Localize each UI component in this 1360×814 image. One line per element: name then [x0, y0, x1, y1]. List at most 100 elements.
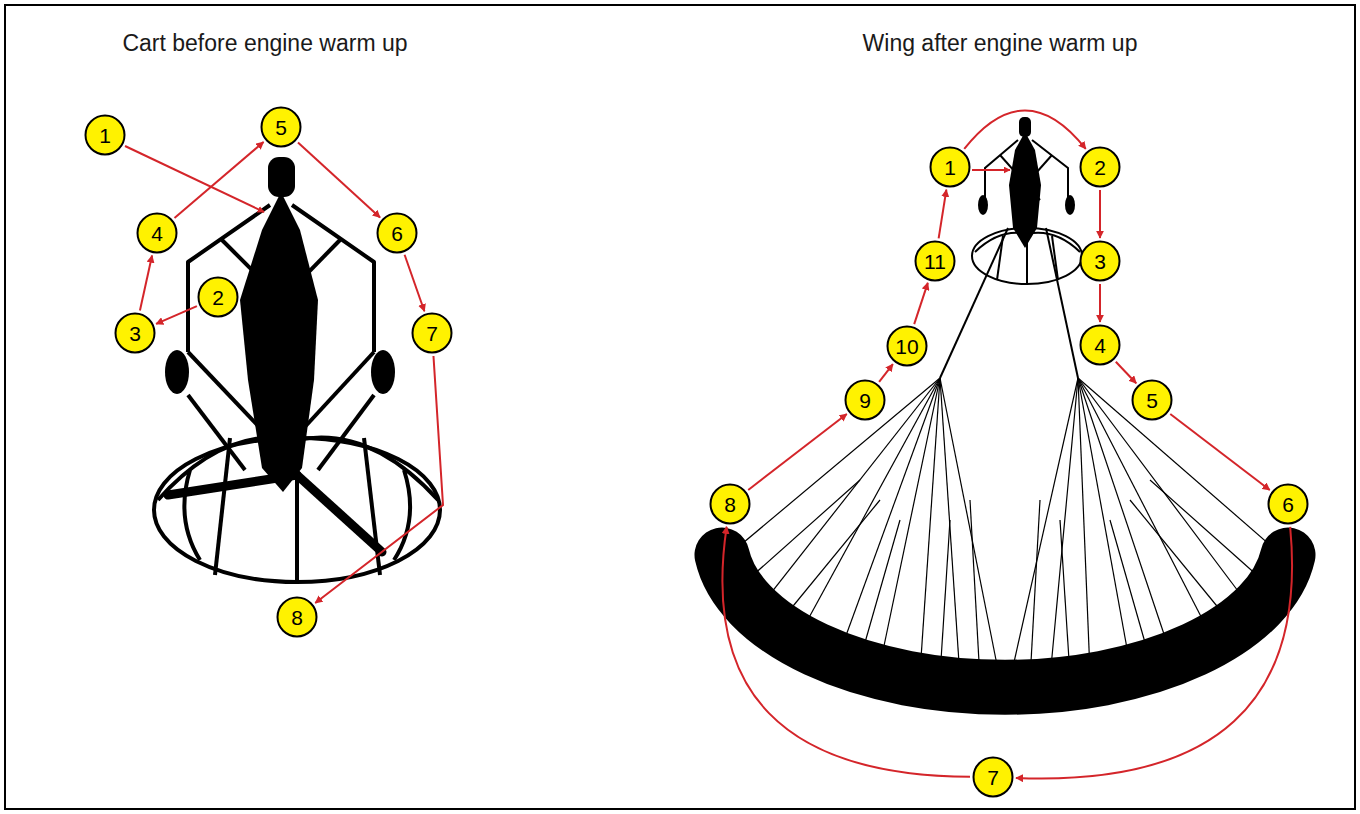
- callout-number: 2: [1094, 157, 1106, 178]
- line: [840, 378, 940, 652]
- callout-circle: 10: [886, 325, 928, 367]
- callout-circle: 6: [376, 212, 418, 254]
- line: [1050, 378, 1078, 678]
- sequence-arrow: [964, 110, 1085, 148]
- cage-rib: [215, 438, 230, 575]
- callout-circle: 11: [914, 240, 956, 282]
- cage-rib: [394, 470, 410, 560]
- callout-circle: 7: [411, 312, 453, 354]
- frame-border: [5, 5, 1355, 809]
- paraglider-wing: [722, 555, 1288, 687]
- line: [1078, 378, 1090, 673]
- callout-number: 6: [391, 223, 403, 244]
- sequence-arrow: [1116, 362, 1136, 384]
- panel-heading: Cart before engine warm up: [15, 30, 515, 58]
- callout-disc: [931, 148, 970, 187]
- line: [1078, 378, 1130, 665]
- line: [800, 378, 940, 634]
- pilot-head: [1019, 117, 1031, 137]
- callout-disc: [974, 758, 1013, 797]
- line: [970, 500, 980, 680]
- callout-number: 5: [1146, 390, 1158, 411]
- pilot-body: [1009, 132, 1041, 248]
- callout-disc: [888, 327, 927, 366]
- sequence-arrow: [405, 255, 425, 312]
- callout-disc: [916, 242, 955, 281]
- line: [940, 378, 1000, 680]
- sequence-arrow: [1016, 527, 1292, 779]
- callout-disc: [1081, 242, 1120, 281]
- callout-disc: [1269, 485, 1308, 524]
- line: [860, 520, 900, 660]
- callout-disc: [846, 381, 885, 420]
- line: [940, 378, 960, 678]
- callout-circle: 8: [709, 483, 751, 525]
- callout-number: 2: [212, 287, 224, 308]
- line: [1130, 500, 1230, 622]
- callout-disc: [711, 485, 750, 524]
- line: [1030, 500, 1040, 680]
- line: [1078, 378, 1285, 558]
- callout-number: 1: [944, 157, 956, 178]
- wheel: [371, 350, 395, 394]
- sequence-arrow: [140, 255, 152, 310]
- line: [1060, 520, 1070, 676]
- callout-number: 8: [724, 494, 736, 515]
- line: [780, 500, 880, 622]
- callout-number: 11: [924, 251, 946, 272]
- callout-circle: 4: [1079, 324, 1121, 366]
- callout-disc: [278, 598, 317, 637]
- callout-number: 7: [426, 323, 438, 344]
- sequence-arrow: [748, 414, 847, 490]
- callout-disc: [86, 116, 125, 155]
- pilot-body: [240, 192, 318, 492]
- callout-circle: 3: [114, 312, 156, 354]
- callout-number: 8: [291, 607, 303, 628]
- callout-number: 3: [1094, 251, 1106, 272]
- sequence-arrow: [879, 364, 893, 382]
- callout-disc: [1081, 326, 1120, 365]
- callout-circle: 4: [136, 212, 178, 254]
- callout-number: 7: [987, 767, 999, 788]
- callout-disc: [1081, 148, 1120, 187]
- callout-circle: 8: [276, 596, 318, 638]
- line: [742, 480, 860, 585]
- sequence-arrow: [1099, 284, 1101, 322]
- panel-heading: Wing after engine warm up: [750, 30, 1250, 58]
- sequence-arrow: [914, 283, 928, 324]
- callout-circle: 1: [929, 146, 971, 188]
- callout-number: 6: [1282, 494, 1294, 515]
- sequence-arrow: [298, 143, 380, 218]
- line: [1078, 378, 1210, 634]
- line: [920, 378, 940, 673]
- cage-rib: [184, 470, 200, 560]
- callout-circle: 1: [84, 114, 126, 156]
- callout-disc: [413, 314, 452, 353]
- sequence-arrow: [722, 527, 970, 777]
- pilot-head: [268, 157, 295, 197]
- line: [1110, 520, 1150, 660]
- propeller-blade: [297, 475, 382, 552]
- callout-circle: 2: [1079, 146, 1121, 188]
- sequence-arrow: [315, 356, 443, 603]
- callout-disc: [1133, 381, 1172, 420]
- callout-circle: 2: [197, 276, 239, 318]
- line: [760, 378, 940, 607]
- wheel: [978, 195, 988, 215]
- callout-number: 3: [129, 323, 141, 344]
- callout-number: 9: [859, 390, 871, 411]
- line: [1010, 378, 1078, 680]
- callout-number: 4: [151, 223, 163, 244]
- sequence-arrow: [156, 306, 197, 324]
- callout-circle: 3: [1079, 240, 1121, 282]
- callout-disc: [199, 278, 238, 317]
- callout-disc: [138, 214, 177, 253]
- line: [1150, 480, 1268, 585]
- callout-circle: 6: [1267, 483, 1309, 525]
- callout-number: 1: [99, 125, 111, 146]
- callout-disc: [116, 314, 155, 353]
- callout-disc: [262, 108, 301, 147]
- callout-circle: 5: [1131, 379, 1173, 421]
- sequence-arrow: [1099, 190, 1101, 238]
- line: [940, 520, 950, 676]
